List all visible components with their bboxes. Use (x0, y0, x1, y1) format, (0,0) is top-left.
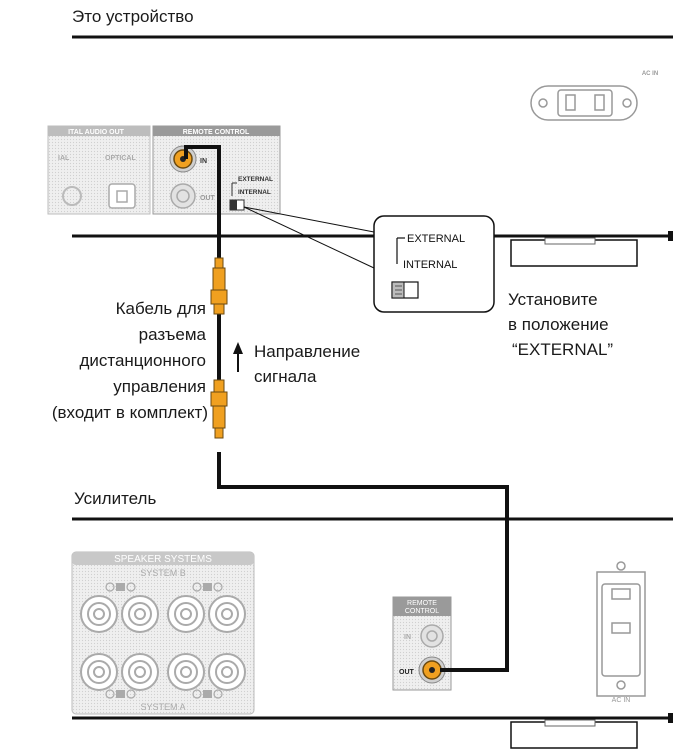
optical-label: OPTICAL (105, 155, 136, 162)
speaker-systems-label: SPEAKER SYSTEMS (114, 554, 212, 565)
device-remote-out-jack[interactable] (170, 183, 196, 209)
speaker-systems-panel: SPEAKER SYSTEMS SYSTEM B SYSTEM A (71, 551, 255, 715)
device-internal-label: INTERNAL (238, 189, 271, 196)
device-remote-in-label: IN (200, 158, 207, 165)
switch-callout: EXTERNAL INTERNAL (243, 206, 495, 313)
amp-remote-in-jack[interactable] (420, 624, 444, 648)
cable-label-line-4: управления (113, 377, 206, 396)
device-ac-in-label: AC IN (642, 71, 658, 77)
device-remote-out-label: OUT (200, 195, 216, 202)
digital-audio-out-panel: ITAL AUDIO OUT IAL OPTICAL (47, 125, 151, 215)
amp-remote-label-line-1: REMOTE (407, 600, 437, 607)
amplifier-remote-control-panel: REMOTE CONTROL IN OUT (392, 596, 452, 691)
remote-control-cable (184, 145, 509, 672)
cable-label-line-3: дистанционного (79, 351, 206, 370)
cable-label-line-5: (входит в комплект) (51, 403, 208, 422)
system-a-label: SYSTEM A (140, 702, 185, 712)
callout-internal-label: INTERNAL (403, 259, 457, 271)
amp-remote-label-line-2: CONTROL (405, 608, 439, 615)
optical-left-label: IAL (58, 155, 70, 162)
cable-label-line-1: Кабель для (115, 299, 206, 318)
cable-label-line-2: разъема (138, 325, 206, 344)
device-ac-inlet: AC IN (530, 71, 658, 121)
amp-remote-out-label: OUT (399, 669, 415, 676)
instruction-line-2: в положение (508, 315, 609, 334)
signal-label-line-2: сигнала (254, 367, 317, 386)
device-remote-control-label: REMOTE CONTROL (183, 129, 250, 136)
digital-audio-out-label: ITAL AUDIO OUT (68, 129, 125, 136)
amplifier-title: Усилитель (74, 489, 157, 508)
device-external-label: EXTERNAL (238, 176, 273, 183)
optical-port-icon (108, 183, 136, 209)
amp-ac-in-label: AC IN (612, 697, 631, 704)
signal-direction-arrow (233, 342, 243, 372)
amplifier-rear-panel: SPEAKER SYSTEMS SYSTEM B SYSTEM A (71, 517, 673, 749)
signal-label-line-1: Направление (254, 342, 361, 361)
device-title: Это устройство (72, 7, 194, 26)
device-remote-control-panel: REMOTE CONTROL IN OUT EXTERNAL INTERNAL (152, 125, 281, 215)
instruction-line-3: “EXTERNAL” (512, 340, 614, 359)
cable-upper-plug (210, 257, 228, 315)
callout-external-label: EXTERNAL (407, 233, 465, 245)
amp-remote-in-label: IN (404, 634, 411, 641)
device-rear-panel: ITAL AUDIO OUT IAL OPTICAL REMOTE CONTRO… (47, 35, 673, 267)
system-b-label: SYSTEM B (140, 568, 186, 578)
cable-lower-plug (210, 379, 228, 439)
instruction-line-1: Установите (508, 290, 598, 309)
amplifier-ac-inlet: AC IN (596, 561, 646, 704)
